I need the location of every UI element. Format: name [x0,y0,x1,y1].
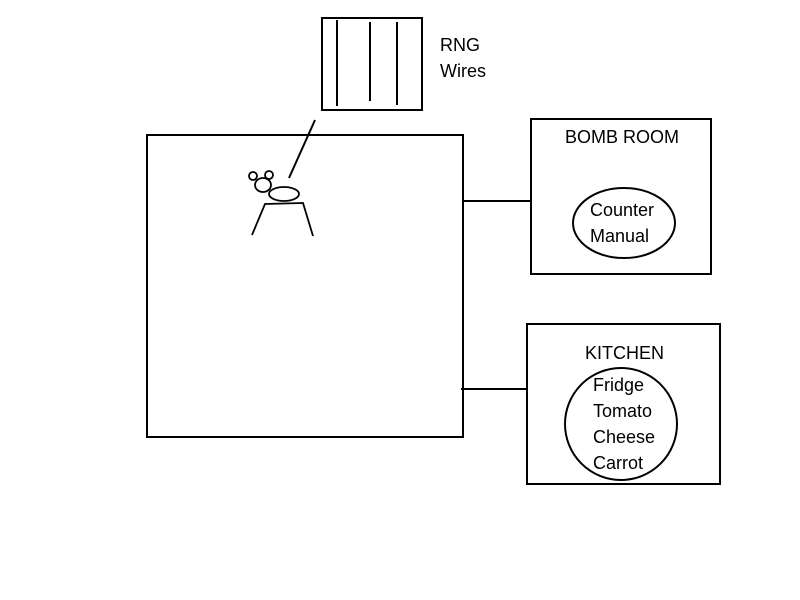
rng-label-line-2: Wires [440,61,486,81]
kitchen-room [526,323,721,485]
main-room [146,134,464,438]
bomb-room-items-oval [572,187,676,259]
fridge-circle [564,367,678,481]
bomb-room [530,118,712,275]
bomb-room-item: Manual [590,226,650,246]
bomb-room-title: BOMB ROOM [565,127,680,147]
player-head [254,177,272,193]
player-ear-left [248,171,258,181]
kitchen-item: Cheese [593,427,656,447]
kitchen-title: KITCHEN [585,343,665,363]
rng-to-player-line [288,119,316,179]
bomb-room-item: Counter [590,200,655,220]
rng-box-outline [321,17,423,111]
player-body [268,186,300,202]
player-icon [248,170,314,237]
kitchen-item: Tomato [593,401,653,421]
player-ear-right [264,170,274,180]
rng-wires-box [321,17,423,111]
rng-label-line-1: RNG [440,35,480,55]
kitchen-item: Fridge [593,375,645,395]
table-icon [251,202,314,237]
kitchen-item: Carrot [593,453,644,473]
